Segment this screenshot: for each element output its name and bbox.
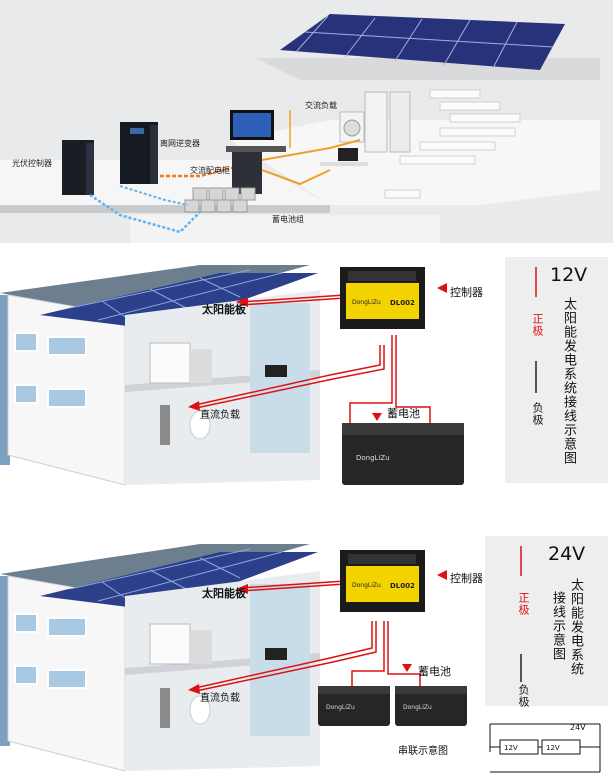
label-ac-distribution: 交流配电柜 [190,165,230,175]
ac-distribution-cabinet [232,152,262,194]
label-controller: 控制器 [450,571,483,585]
voltage-24v: 24V [548,543,585,565]
series-diagram [489,723,601,773]
charge-controller: DongLiZu DL002 [340,267,425,329]
series-cell-b: 12V [546,744,560,752]
battery: DongLiZu [342,423,464,485]
negative-12v: 负极 [531,402,544,426]
title-24v-col1: 太阳能发电系统 [568,578,583,676]
title-12v: 太阳能发电系统接线示意图 [561,297,576,465]
dc-24v-illustration: DongLiZu DL002 DongLiZu DongLiZu 太阳能板 控制… [0,536,613,775]
label-dc-load: 直流负载 [200,408,240,421]
dc-24v-scene: DongLiZu DL002 DongLiZu DongLiZu 太阳能板 控制… [0,536,608,773]
desk [320,162,368,166]
dc-12v-illustration: DongLiZu DL002 DongLiZu 太阳能板 控制器 直流负载 蓄电… [0,255,613,487]
label-series-diagram: 串联示意图 [398,744,448,757]
voltage-12v: 12V [550,264,587,286]
title-24v-col2: 接线示意图 [550,591,565,661]
dc-12v-scene: DongLiZu DL002 DongLiZu 太阳能板 控制器 直流负载 蓄电… [0,257,608,486]
label-battery-bank: 蓄电池组 [272,214,304,224]
label-battery: 蓄电池 [387,407,420,420]
battery-1-brand: DongLiZu [326,704,355,711]
label-solar-panel: 太阳能板 [201,302,247,316]
air-conditioner [364,91,388,153]
ac-system-illustration: 光伏控制器 离网逆变器 交流负载 交流配电柜 蓄电池组 [0,0,613,243]
label-pv-controller: 光伏控制器 [12,158,52,168]
battery-2: DongLiZu [395,686,467,726]
battery-bank-graphic [184,187,256,213]
label-controller: 控制器 [450,285,483,299]
info-box-24v [485,536,608,706]
floor-bottom [130,215,440,243]
battery-1: DongLiZu [318,686,390,726]
battery-brand: DongLiZu [356,454,390,462]
solar-panel-array [40,552,318,611]
positive-24v: 正极 [517,592,530,616]
positive-12v: 正极 [531,313,544,337]
controller-model: DL002 [390,299,415,307]
negative-24v: 负极 [517,684,530,708]
laptop [338,148,358,161]
charge-controller: DongLiZu DL002 [340,550,425,612]
series-total-voltage: 24V [570,723,586,732]
label-solar-panel: 太阳能板 [201,586,247,600]
ac-system-scene: 光伏控制器 离网逆变器 交流负载 交流配电柜 蓄电池组 [0,14,600,243]
controller-model: DL002 [390,582,415,590]
label-dc-load: 直流负载 [200,691,240,704]
label-ac-load: 交流负载 [305,100,337,110]
controller-brand: DongLiZu [352,299,381,306]
controller-brand: DongLiZu [352,582,381,589]
solar-panel-array [40,273,318,330]
battery-2-brand: DongLiZu [403,704,432,711]
roof-solar-array [280,14,565,70]
label-battery: 蓄电池 [418,665,451,678]
series-cell-a: 12V [504,744,518,752]
label-off-grid-inverter: 离网逆变器 [160,138,200,148]
info-box-12v [505,257,608,483]
light-bulb [189,695,211,725]
